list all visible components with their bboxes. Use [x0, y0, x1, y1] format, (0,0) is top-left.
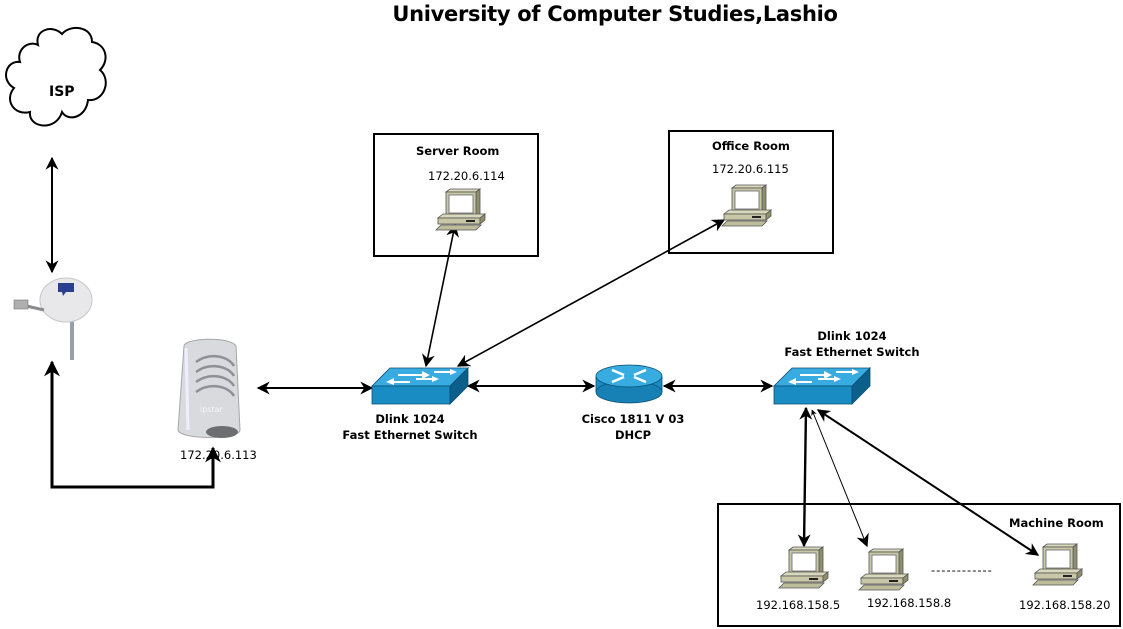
- link-switch1-office: [456, 219, 726, 367]
- modem-ip: 172.20.6.113: [180, 448, 257, 462]
- link-switch1-server: [421, 223, 460, 368]
- satellite-dish-icon: [13, 277, 93, 360]
- office-room-box: [668, 130, 834, 254]
- link-switch2-pc1: [797, 406, 813, 548]
- link-dish-modem: [44, 360, 221, 489]
- switch-1-type: Fast Ethernet Switch: [342, 428, 478, 442]
- cloud-icon: [5, 26, 107, 127]
- switch-1-name: Dlink 1024: [375, 412, 445, 426]
- isp-cloud: [5, 26, 107, 127]
- server-room-box: [373, 133, 539, 257]
- server-pc-ip: 172.20.6.114: [428, 169, 505, 183]
- diagram-title: University of Computer Studies,Lashio: [392, 2, 838, 26]
- machine-pc-3-ip: 192.168.158.20: [1019, 598, 1111, 612]
- server-room-label: Server Room: [416, 144, 500, 158]
- switch-2-name: Dlink 1024: [817, 329, 887, 343]
- router-icon: [595, 364, 663, 404]
- router-role: DHCP: [614, 428, 652, 442]
- isp-label: ISP: [49, 84, 75, 100]
- links: [44, 156, 1040, 556]
- link-switch2-pc3: [816, 409, 1040, 556]
- svg-text:ipstar: ipstar: [200, 405, 224, 414]
- switch-2-type: Fast Ethernet Switch: [784, 345, 920, 359]
- machine-pc-1-ip: 192.168.158.5: [756, 598, 841, 612]
- office-pc-ip: 172.20.6.115: [712, 162, 789, 176]
- machine-room-ellipsis: ------------: [931, 563, 993, 577]
- switch-2-icon: [773, 367, 871, 405]
- office-room-label: Office Room: [712, 139, 790, 153]
- ipstar-modem-icon: ipstar: [177, 338, 241, 438]
- machine-room-box: [717, 503, 1121, 627]
- switch-1-icon: [371, 367, 469, 405]
- machine-pc-2-ip: 192.168.158.8: [867, 596, 952, 610]
- router-name: Cisco 1811 V 03: [581, 412, 685, 426]
- machine-room-label: Machine Room: [1009, 516, 1104, 530]
